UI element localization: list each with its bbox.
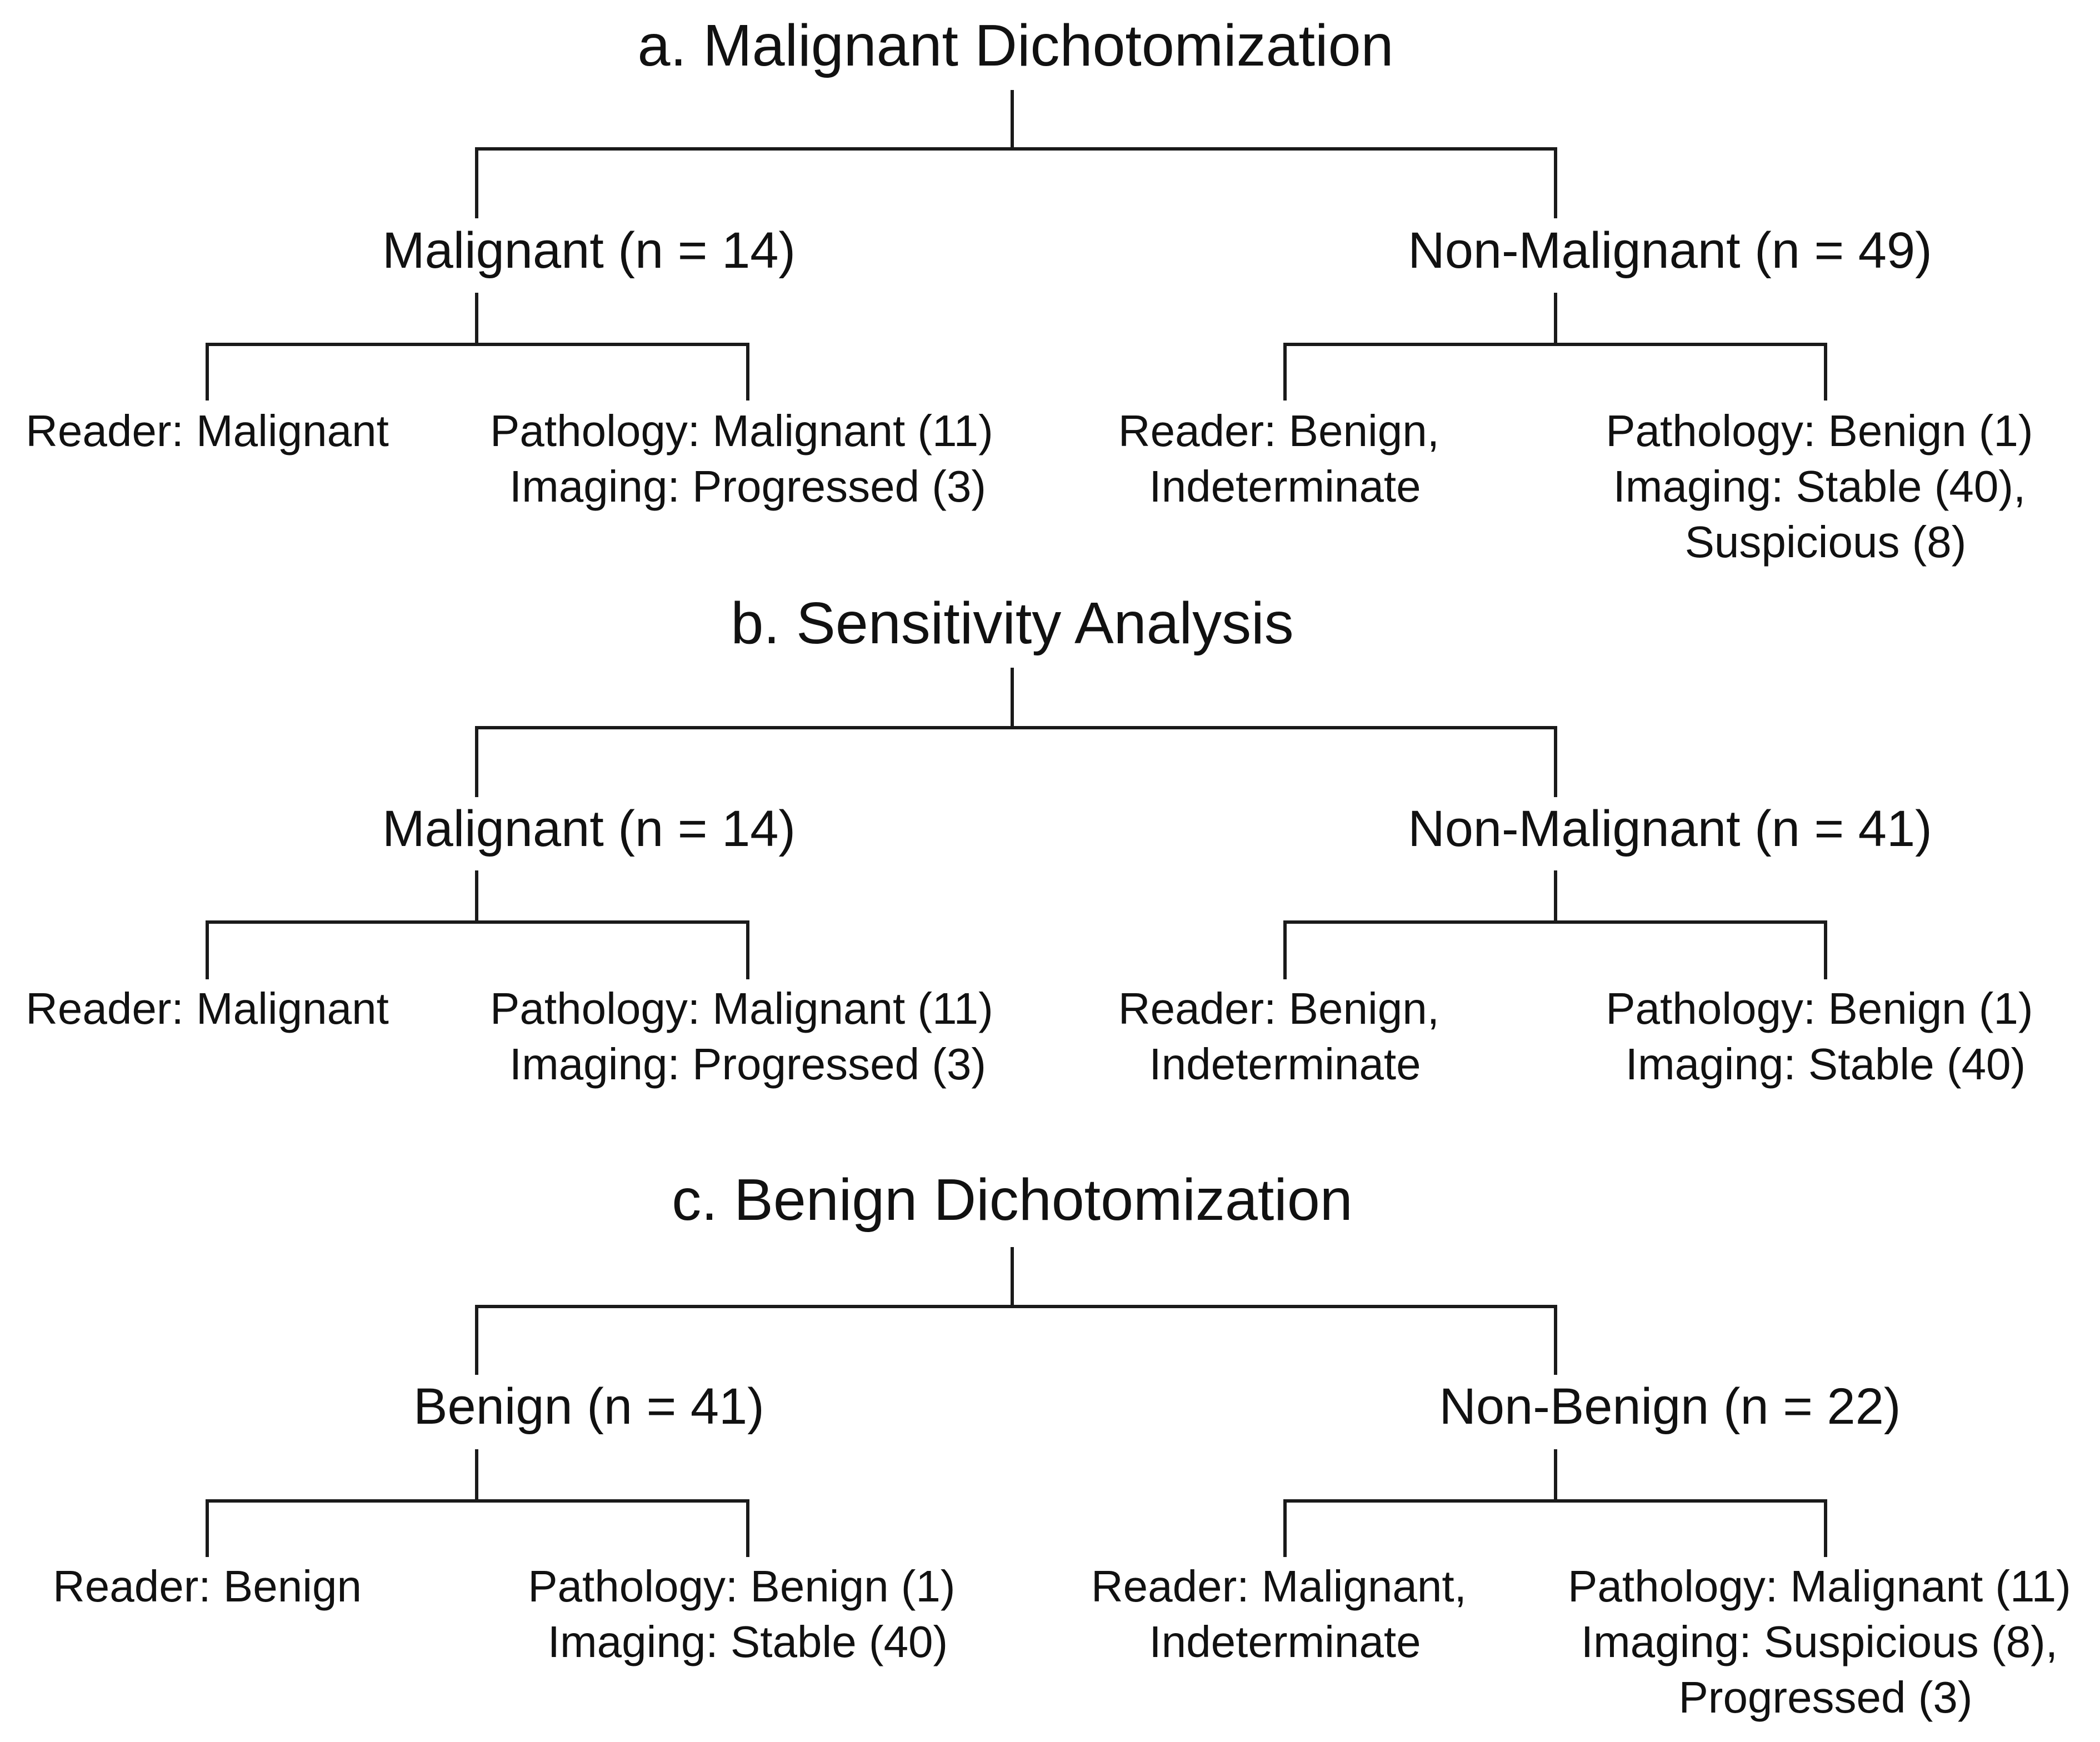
panel-b-root-connector — [475, 668, 1557, 797]
panel-c-right-reader-text: Reader: Malignant, Indeterminate — [1091, 1561, 1479, 1666]
panel-a: a. Malignant Dichotomization Malignant (… — [26, 13, 2046, 567]
panel-a-right-reader-text: Reader: Benign, Indeterminate — [1118, 406, 1452, 511]
panel-c-title: c. Benign Dichotomization — [672, 1167, 1353, 1233]
panel-b-title: b. Sensitivity Analysis — [731, 590, 1293, 656]
panel-b-left-reader-text: Reader: Malignant — [26, 984, 389, 1033]
panel-a-right-group-label: Non-Malignant (n = 49) — [1408, 222, 1932, 279]
panel-a-title: a. Malignant Dichotomization — [637, 13, 1393, 78]
panel-a-left-reference-text: Pathology: Malignant (11) Imaging: Progr… — [490, 406, 1006, 511]
panel-b: b. Sensitivity Analysis Malignant (n = 1… — [26, 590, 2046, 1089]
panel-c-left-reference-text: Pathology: Benign (1) Imaging: Stable (4… — [528, 1561, 968, 1666]
panel-c-right-group-label: Non-Benign (n = 22) — [1439, 1378, 1901, 1435]
panel-b-left-group-label: Malignant (n = 14) — [382, 800, 796, 857]
panel-c-left-connector — [206, 1449, 749, 1557]
panel-b-right-connector — [1283, 870, 1827, 979]
panel-c-left-group-label: Benign (n = 41) — [413, 1378, 764, 1435]
panel-a-left-reader-text: Reader: Malignant — [26, 406, 389, 455]
panel-a-root-connector — [475, 90, 1557, 218]
panel-b-right-reader-text: Reader: Benign, Indeterminate — [1118, 984, 1452, 1089]
panel-a-right-reference-text: Pathology: Benign (1) Imaging: Stable (4… — [1606, 406, 2046, 567]
panel-a-left-group-label: Malignant (n = 14) — [382, 222, 796, 279]
panel-c: c. Benign Dichotomization Benign (n = 41… — [53, 1167, 2083, 1722]
panel-b-left-connector — [206, 870, 749, 979]
panel-a-right-connector — [1283, 293, 1827, 401]
panel-c-right-connector — [1283, 1449, 1827, 1557]
panel-b-left-reference-text: Pathology: Malignant (11) Imaging: Progr… — [490, 984, 1006, 1089]
panel-c-right-reference-text: Pathology: Malignant (11) Imaging: Suspi… — [1568, 1561, 2083, 1722]
panel-c-root-connector — [475, 1247, 1557, 1375]
panel-b-right-group-label: Non-Malignant (n = 41) — [1408, 800, 1932, 857]
panel-b-right-reference-text: Pathology: Benign (1) Imaging: Stable (4… — [1606, 984, 2046, 1089]
panel-c-left-reader-text: Reader: Benign — [53, 1561, 362, 1611]
panel-a-left-connector — [206, 293, 749, 401]
